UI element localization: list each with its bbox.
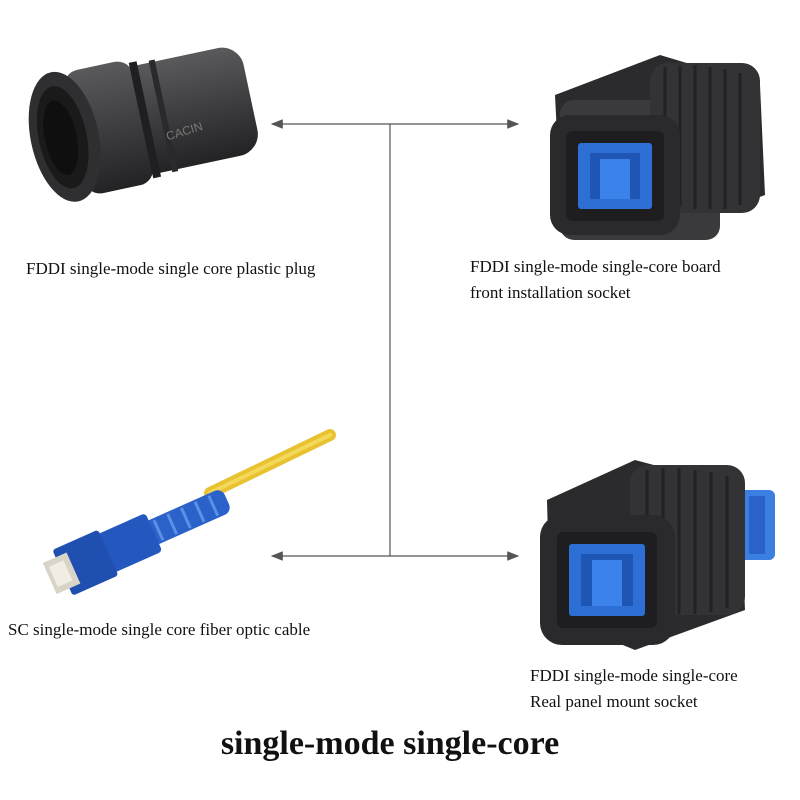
board-front-socket-image xyxy=(550,55,765,240)
rear-panel-socket-image xyxy=(540,460,775,650)
caption-board-front-socket-line1: FDDI single-mode single-core board xyxy=(470,257,721,276)
plastic-plug-image: CACIN xyxy=(28,47,258,202)
caption-board-front-socket: FDDI single-mode single-core board front… xyxy=(470,254,721,306)
caption-plug: FDDI single-mode single core plastic plu… xyxy=(26,256,315,282)
page-title: single-mode single-core xyxy=(220,725,560,762)
caption-rear-panel-socket-line2: Real panel mount socket xyxy=(530,692,698,711)
caption-fiber-cable: SC single-mode single core fiber optic c… xyxy=(8,617,310,643)
caption-rear-panel-socket: FDDI single-mode single-core Real panel … xyxy=(530,663,738,715)
caption-rear-panel-socket-line1: FDDI single-mode single-core xyxy=(530,666,738,685)
caption-fiber-cable-line1: SC single-mode single core fiber optic c… xyxy=(8,620,311,639)
caption-plug-line1: FDDI single-mode single core plastic plu… xyxy=(26,259,316,278)
fiber-optic-cable-image xyxy=(42,429,336,595)
caption-board-front-socket-line2: front installation socket xyxy=(470,283,631,302)
